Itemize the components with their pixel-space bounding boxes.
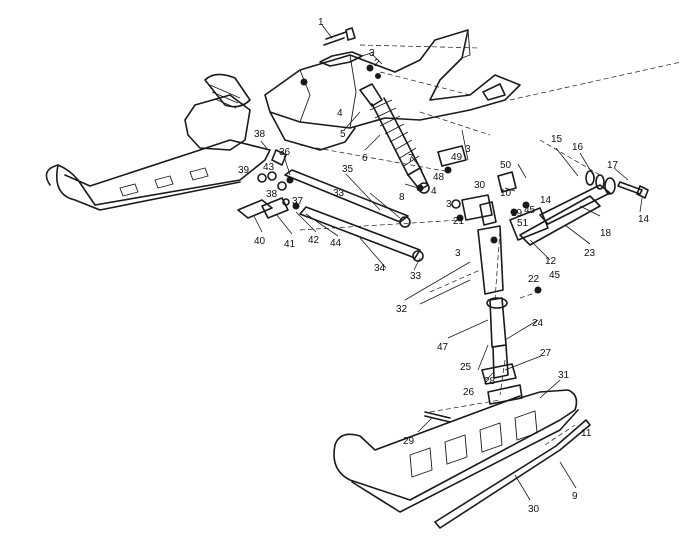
rods — [284, 169, 424, 262]
right-hardware — [585, 170, 649, 199]
callout-31: 31 — [558, 370, 570, 381]
callout-3-center: 3 — [446, 199, 452, 210]
callout-9: 9 — [572, 491, 578, 502]
callout-27: 27 — [540, 348, 552, 359]
callout-2: 2 — [374, 58, 380, 69]
callout-12: 12 — [545, 256, 557, 267]
callout-14-right: 14 — [638, 214, 650, 225]
callout-5: 5 — [340, 129, 346, 140]
callout-6: 6 — [362, 153, 368, 164]
callout-44: 44 — [330, 238, 342, 249]
callout-24: 24 — [532, 318, 544, 329]
spindle — [477, 201, 517, 385]
callout-50: 50 — [500, 160, 512, 171]
callout-49: 49 — [451, 152, 463, 163]
callout-19: 19 — [511, 208, 523, 219]
callout-1: 1 — [318, 17, 324, 28]
callout-33-lower: 33 — [410, 271, 422, 282]
callout-3-lower: 3 — [455, 248, 461, 259]
callout-51: 51 — [517, 218, 529, 229]
callout-7: 7 — [408, 153, 414, 164]
callout-38-top: 38 — [254, 129, 266, 140]
callout-15: 15 — [551, 134, 563, 145]
shock-absorber — [359, 83, 430, 194]
callout-17: 17 — [607, 160, 619, 171]
callout-40: 40 — [254, 236, 266, 247]
callout-4-top: 4 — [337, 108, 343, 119]
callout-25: 25 — [460, 362, 472, 373]
callout-42: 42 — [308, 235, 320, 246]
callout-8: 8 — [399, 192, 405, 203]
callout-39: 39 — [238, 165, 250, 176]
callout-4-center: 4 — [431, 186, 437, 197]
callout-3-mid: 3 — [465, 144, 471, 155]
callout-35: 35 — [342, 164, 354, 175]
callout-3-top: 3 — [369, 48, 375, 59]
callout-11: 11 — [581, 428, 592, 439]
callout-41: 41 — [284, 239, 296, 250]
leader-lines — [253, 24, 643, 501]
callout-47: 47 — [437, 342, 449, 353]
callout-33-upper: 33 — [333, 188, 345, 199]
callout-29: 29 — [403, 436, 415, 447]
callout-14-left: 14 — [540, 195, 552, 206]
callout-28: 28 — [484, 376, 496, 387]
callout-23: 23 — [584, 248, 596, 259]
callout-45-upper: 45 — [524, 205, 536, 216]
rear-ski — [45, 73, 271, 211]
radius-rod — [509, 184, 611, 246]
callout-36: 36 — [279, 147, 291, 158]
callout-32: 32 — [396, 304, 408, 315]
callout-30-bottom: 30 — [528, 504, 540, 515]
callout-34: 34 — [374, 263, 386, 274]
callout-16: 16 — [572, 142, 584, 153]
left-hardware — [237, 149, 300, 219]
callout-30-center: 30 — [474, 180, 486, 191]
callout-43: 43 — [263, 162, 275, 173]
front-ski — [333, 384, 591, 529]
callout-22: 22 — [528, 274, 540, 285]
callout-10: 10 — [500, 188, 512, 199]
callout-21: 21 — [453, 216, 465, 227]
callout-18: 18 — [600, 228, 612, 239]
callout-37: 37 — [292, 196, 304, 207]
callout-48: 48 — [433, 172, 445, 183]
callout-labels: 1 2 3 3 3 3 4 4 5 6 7 8 9 10 11 12 14 14… — [238, 17, 650, 515]
callout-38-mid: 38 — [266, 189, 278, 200]
callout-26: 26 — [463, 387, 475, 398]
callout-45-lower: 45 — [549, 270, 561, 281]
